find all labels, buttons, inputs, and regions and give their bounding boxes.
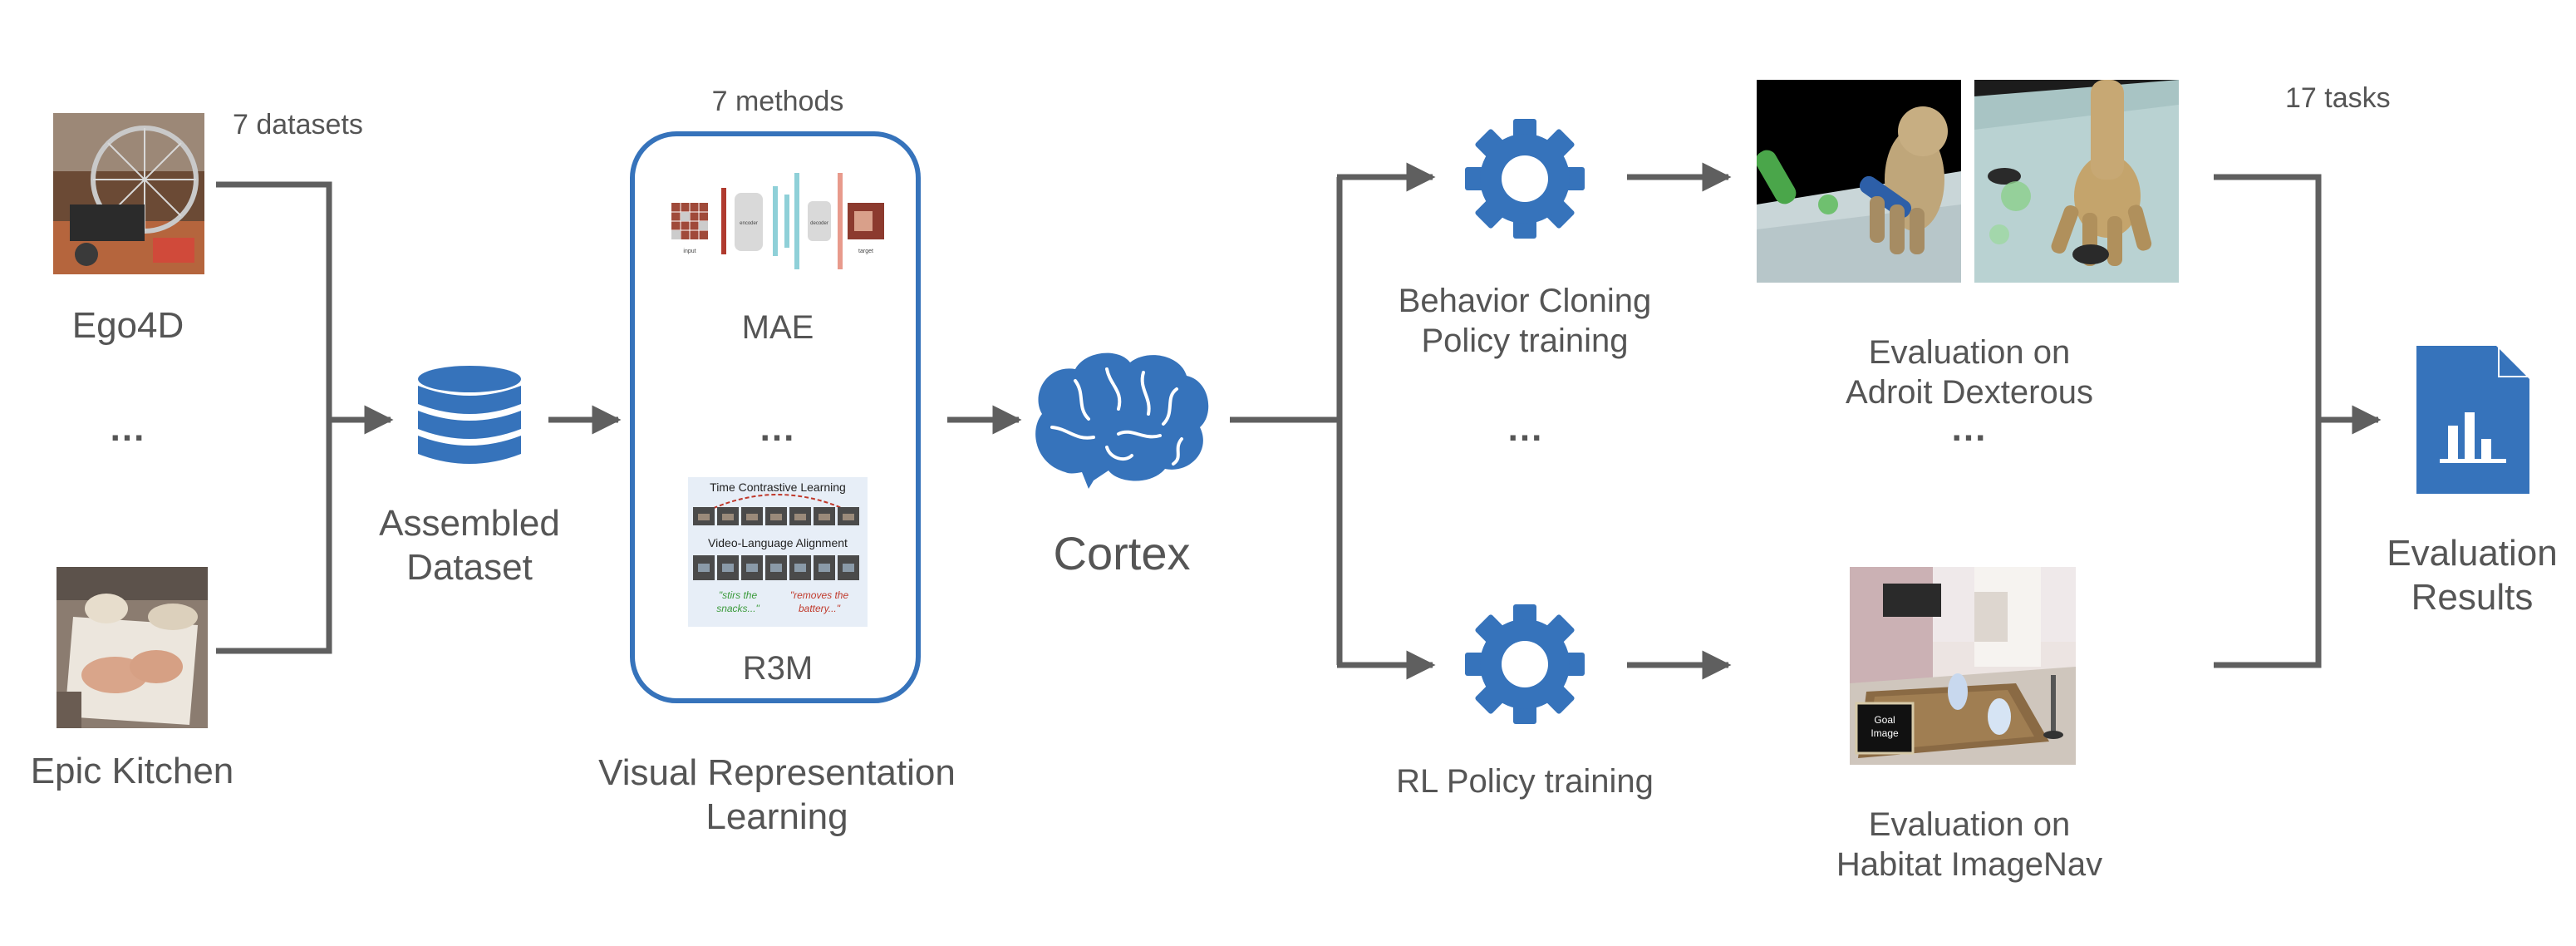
- datasets-ellipsis: ...: [110, 408, 146, 449]
- methods-ellipsis: ...: [760, 408, 796, 449]
- r3m-quote-red-1: "removes the: [790, 589, 849, 601]
- bc-training-line1: Behavior Cloning: [1398, 283, 1652, 319]
- r3m-quote-green-2: snacks...": [716, 603, 760, 614]
- visual-representation-line2: Learning: [705, 796, 848, 837]
- datasets-bracket: [216, 181, 332, 654]
- goal-image-line1: Goal: [1874, 714, 1895, 726]
- evaluation-ellipsis: ...: [1951, 408, 1988, 449]
- evaluation-results-label: Evaluation Results: [2377, 532, 2568, 620]
- r3m-vla-text: Video-Language Alignment: [708, 536, 848, 549]
- mae-target-text: target: [858, 249, 873, 254]
- mae-architecture-figure: input encoder decoder target: [670, 170, 887, 273]
- habitat-line2: Habitat ImageNav: [1836, 846, 2103, 883]
- assembled-dataset-line2: Dataset: [406, 546, 533, 588]
- database-icon: [415, 364, 524, 475]
- rl-training-label: RL Policy training: [1396, 763, 1654, 800]
- visual-representation-caption: Visual Representation Learning: [565, 751, 989, 840]
- adroit-line2: Adroit Dexterous: [1846, 374, 2093, 411]
- mae-encoder-text: encoder: [740, 221, 758, 226]
- ego4d-thumbnail: [53, 113, 204, 274]
- epic-kitchen-thumbnail: [57, 567, 208, 728]
- brain-icon: [1027, 347, 1215, 494]
- rl-gear-icon: [1463, 602, 1587, 727]
- tasks-count-label: 17 tasks: [2285, 82, 2391, 114]
- goal-image-line2: Image: [1871, 727, 1899, 739]
- evaluation-bracket: [2214, 174, 2322, 668]
- assembled-dataset-line1: Assembled: [379, 503, 560, 544]
- methods-count-label: 7 methods: [711, 86, 844, 117]
- habitat-line1: Evaluation on: [1868, 806, 2071, 843]
- visual-representation-line1: Visual Representation: [598, 752, 956, 793]
- training-ellipsis: ...: [1507, 408, 1544, 449]
- datasets-count-label: 7 datasets: [233, 109, 363, 140]
- evaluation-results-line2: Results: [2411, 576, 2534, 618]
- bc-training-line2: Policy training: [1421, 323, 1629, 359]
- cortex-label: Cortex: [1053, 527, 1191, 579]
- r3m-figure: Time Contrastive Learning Video-Language…: [688, 477, 868, 627]
- methods-box: [630, 131, 921, 703]
- r3m-quote-red-2: battery...": [799, 603, 841, 614]
- r3m-quote-green-1: "stirs the: [719, 589, 758, 601]
- mae-decoder-text: decoder: [810, 221, 828, 226]
- assembled-dataset-label: Assembled Dataset: [366, 502, 573, 590]
- r3m-tcl-text: Time Contrastive Learning: [710, 480, 846, 494]
- epic-kitchen-label: Epic Kitchen: [30, 751, 234, 791]
- adroit-label: Evaluation on Adroit Dexterous: [1828, 333, 2111, 412]
- results-document-icon: [2416, 346, 2529, 494]
- bc-training-label: Behavior Cloning Policy training: [1379, 281, 1670, 361]
- bc-gear-icon: [1463, 116, 1587, 241]
- mae-input-text: input: [683, 249, 696, 254]
- adroit-line1: Evaluation on: [1868, 334, 2071, 371]
- habitat-scene-render: Goal Image: [1850, 567, 2076, 765]
- ego4d-label: Ego4D: [71, 305, 184, 346]
- evaluation-results-line1: Evaluation: [2387, 533, 2558, 574]
- adroit-pen-render: [1755, 80, 1961, 283]
- mae-label: MAE: [741, 309, 814, 346]
- adroit-relocate-render: [1974, 80, 2179, 283]
- habitat-label: Evaluation on Habitat ImageNav: [1828, 805, 2111, 884]
- r3m-label: R3M: [742, 650, 814, 687]
